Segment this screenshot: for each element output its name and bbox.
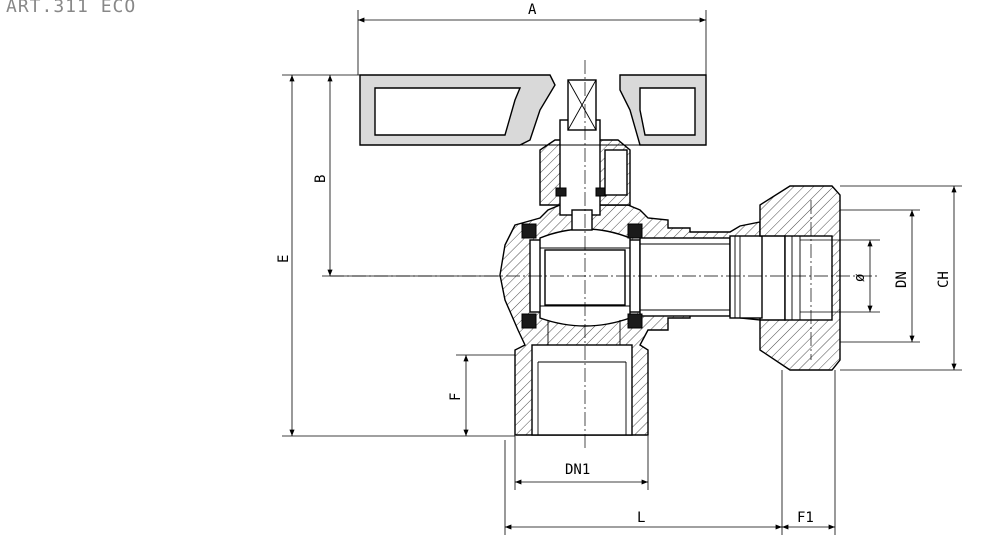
dim-label-DN1: DN1: [565, 462, 590, 478]
dim-label-diameter: ø: [852, 273, 868, 282]
dim-label-E: E: [276, 255, 292, 263]
butterfly-handle: [359, 74, 707, 146]
dim-label-B: B: [313, 175, 329, 183]
dimensions: [282, 10, 962, 535]
valve-body: [499, 204, 763, 436]
union-nut: [759, 185, 841, 371]
dim-label-F1: F1: [797, 510, 814, 526]
dim-label-DN: DN: [894, 271, 910, 288]
dim-label-CH: CH: [936, 271, 952, 288]
dim-label-A: A: [528, 2, 537, 18]
dim-label-F: F: [448, 393, 464, 401]
dim-label-L: L: [637, 510, 645, 526]
drawing-title: ART.311 ECO: [6, 0, 137, 17]
